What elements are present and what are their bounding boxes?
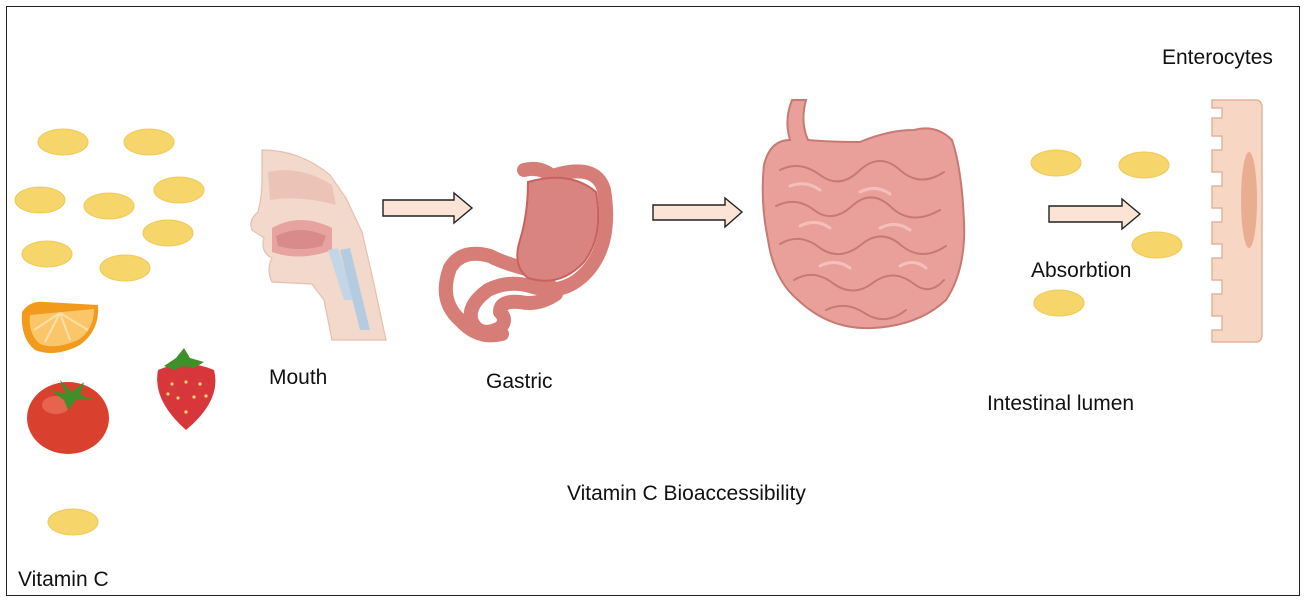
diagram-caption: Vitamin C Bioaccessibility (567, 482, 806, 506)
vitamin-c-capsule-icon (48, 509, 98, 535)
vitamin-c-capsule-icon (15, 187, 65, 213)
mouth-anatomy-icon (251, 150, 386, 340)
vitamin-c-capsule-icon (84, 193, 134, 219)
arrow-right-icon (383, 193, 472, 223)
vitamin-c-capsule-icon (143, 220, 193, 246)
vitamin-c-capsule-icon (1031, 150, 1081, 176)
vitamin-c-capsule-icon (100, 255, 150, 281)
vitamin-c-capsule-icon (1119, 152, 1169, 178)
arrow-right-icon (1049, 199, 1140, 229)
strawberry-icon (157, 348, 215, 430)
intestinal-lumen-label: Intestinal lumen (987, 392, 1134, 416)
intestine-icon (763, 100, 965, 328)
arrow-group (383, 193, 1140, 229)
enterocytes-label: Enterocytes (1162, 46, 1273, 70)
vitamin-c-capsule-icon (124, 129, 174, 155)
enterocyte-cell-icon (1212, 100, 1262, 342)
vitamin-c-capsule-icon (1034, 290, 1084, 316)
tomato-icon (27, 380, 109, 454)
orange-slice-icon (22, 302, 98, 353)
vitamin-c-label: Vitamin C (18, 568, 109, 592)
vitamin-c-capsule-icon (1132, 232, 1182, 258)
mouth-label: Mouth (269, 366, 327, 390)
vitamin-c-capsule-icon (38, 129, 88, 155)
vitamin-c-capsule-icon (22, 241, 72, 267)
arrow-right-icon (653, 198, 742, 227)
vitamin-c-capsule-icon (154, 177, 204, 203)
stomach-icon (446, 169, 606, 336)
absorption-label: Absorbtion (1031, 259, 1131, 283)
gastric-label: Gastric (486, 370, 553, 394)
capsule-group-lumen (1031, 150, 1182, 316)
